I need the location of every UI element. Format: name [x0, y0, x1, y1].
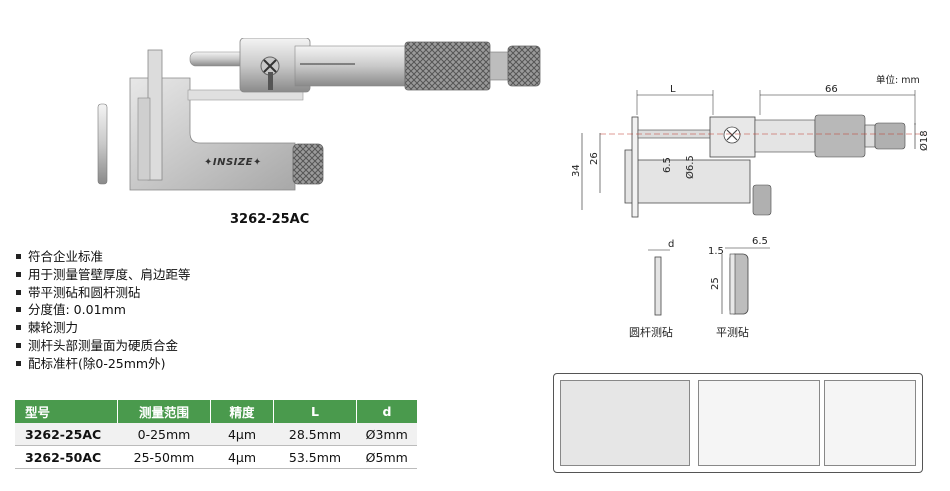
dim-66: 66 — [825, 85, 838, 95]
usage-panel-3 — [824, 380, 916, 466]
cell-model: 3262-50AC — [15, 445, 118, 469]
dim-1-5: 1.5 — [708, 246, 724, 257]
list-item: 配标准杆(除0-25mm外) — [15, 355, 191, 373]
dim-d18: Ø18 — [918, 130, 930, 151]
technical-drawing: L 66 34 26 6.5 Ø6.5 Ø18 — [571, 85, 930, 218]
label-round-anvil: 圆杆测砧 — [629, 326, 673, 339]
list-item: 测杆头部测量面为硬质合金 — [15, 337, 191, 355]
cell-L: 53.5mm — [273, 445, 357, 469]
col-header-model: 型号 — [15, 400, 118, 423]
dim-d: d — [668, 239, 674, 250]
unit-note: 单位: mm — [876, 75, 920, 86]
list-item: 带平测砧和圆杆测砧 — [15, 284, 191, 302]
list-item: 符合企业标准 — [15, 248, 191, 266]
list-item: 分度值: 0.01mm — [15, 301, 191, 319]
dim-6-5: 6.5 — [662, 157, 673, 173]
cell-range: 25-50mm — [117, 445, 211, 469]
cell-accuracy: 4μm — [210, 445, 274, 469]
list-item: 棘轮测力 — [15, 319, 191, 337]
usage-panel-2 — [698, 380, 820, 466]
spec-table: 型号 测量范围 精度 L d 3262-25AC 0-25mm 4μm 28.5… — [15, 400, 417, 469]
micrometer-photo — [97, 38, 541, 191]
usage-illustration — [553, 373, 923, 473]
cell-model: 3262-25AC — [15, 423, 118, 446]
dim-6-5b: 6.5 — [752, 236, 768, 247]
model-caption: 3262-25AC — [230, 212, 310, 227]
col-header-d: d — [356, 400, 417, 423]
dim-34: 34 — [571, 164, 582, 177]
table-row: 3262-50AC 25-50mm 4μm 53.5mm Ø5mm — [15, 445, 417, 469]
list-item: 用于测量管壁厚度、肩边距等 — [15, 266, 191, 284]
usage-panel-1 — [560, 380, 690, 466]
dim-L: L — [670, 85, 676, 95]
cell-range: 0-25mm — [117, 423, 211, 446]
cell-d: Ø3mm — [356, 423, 417, 446]
label-flat-anvil: 平测砧 — [716, 326, 749, 339]
table-row: 3262-25AC 0-25mm 4μm 28.5mm Ø3mm — [15, 423, 417, 446]
dim-26: 26 — [589, 152, 600, 165]
col-header-L: L — [273, 400, 357, 423]
brand-logo: ✦INSIZE✦ — [204, 157, 262, 168]
col-header-accuracy: 精度 — [210, 400, 274, 423]
dim-25: 25 — [710, 277, 721, 290]
cell-L: 28.5mm — [273, 423, 357, 446]
feature-list: 符合企业标准 用于测量管壁厚度、肩边距等 带平测砧和圆杆测砧 分度值: 0.01… — [15, 248, 191, 373]
col-header-range: 测量范围 — [117, 400, 211, 423]
cell-accuracy: 4μm — [210, 423, 274, 446]
table-header-row: 型号 测量范围 精度 L d — [15, 400, 417, 423]
cell-d: Ø5mm — [356, 445, 417, 469]
anvil-detail-drawing: d 1.5 6.5 25 — [648, 236, 770, 316]
dim-d6-5: Ø6.5 — [684, 155, 696, 179]
